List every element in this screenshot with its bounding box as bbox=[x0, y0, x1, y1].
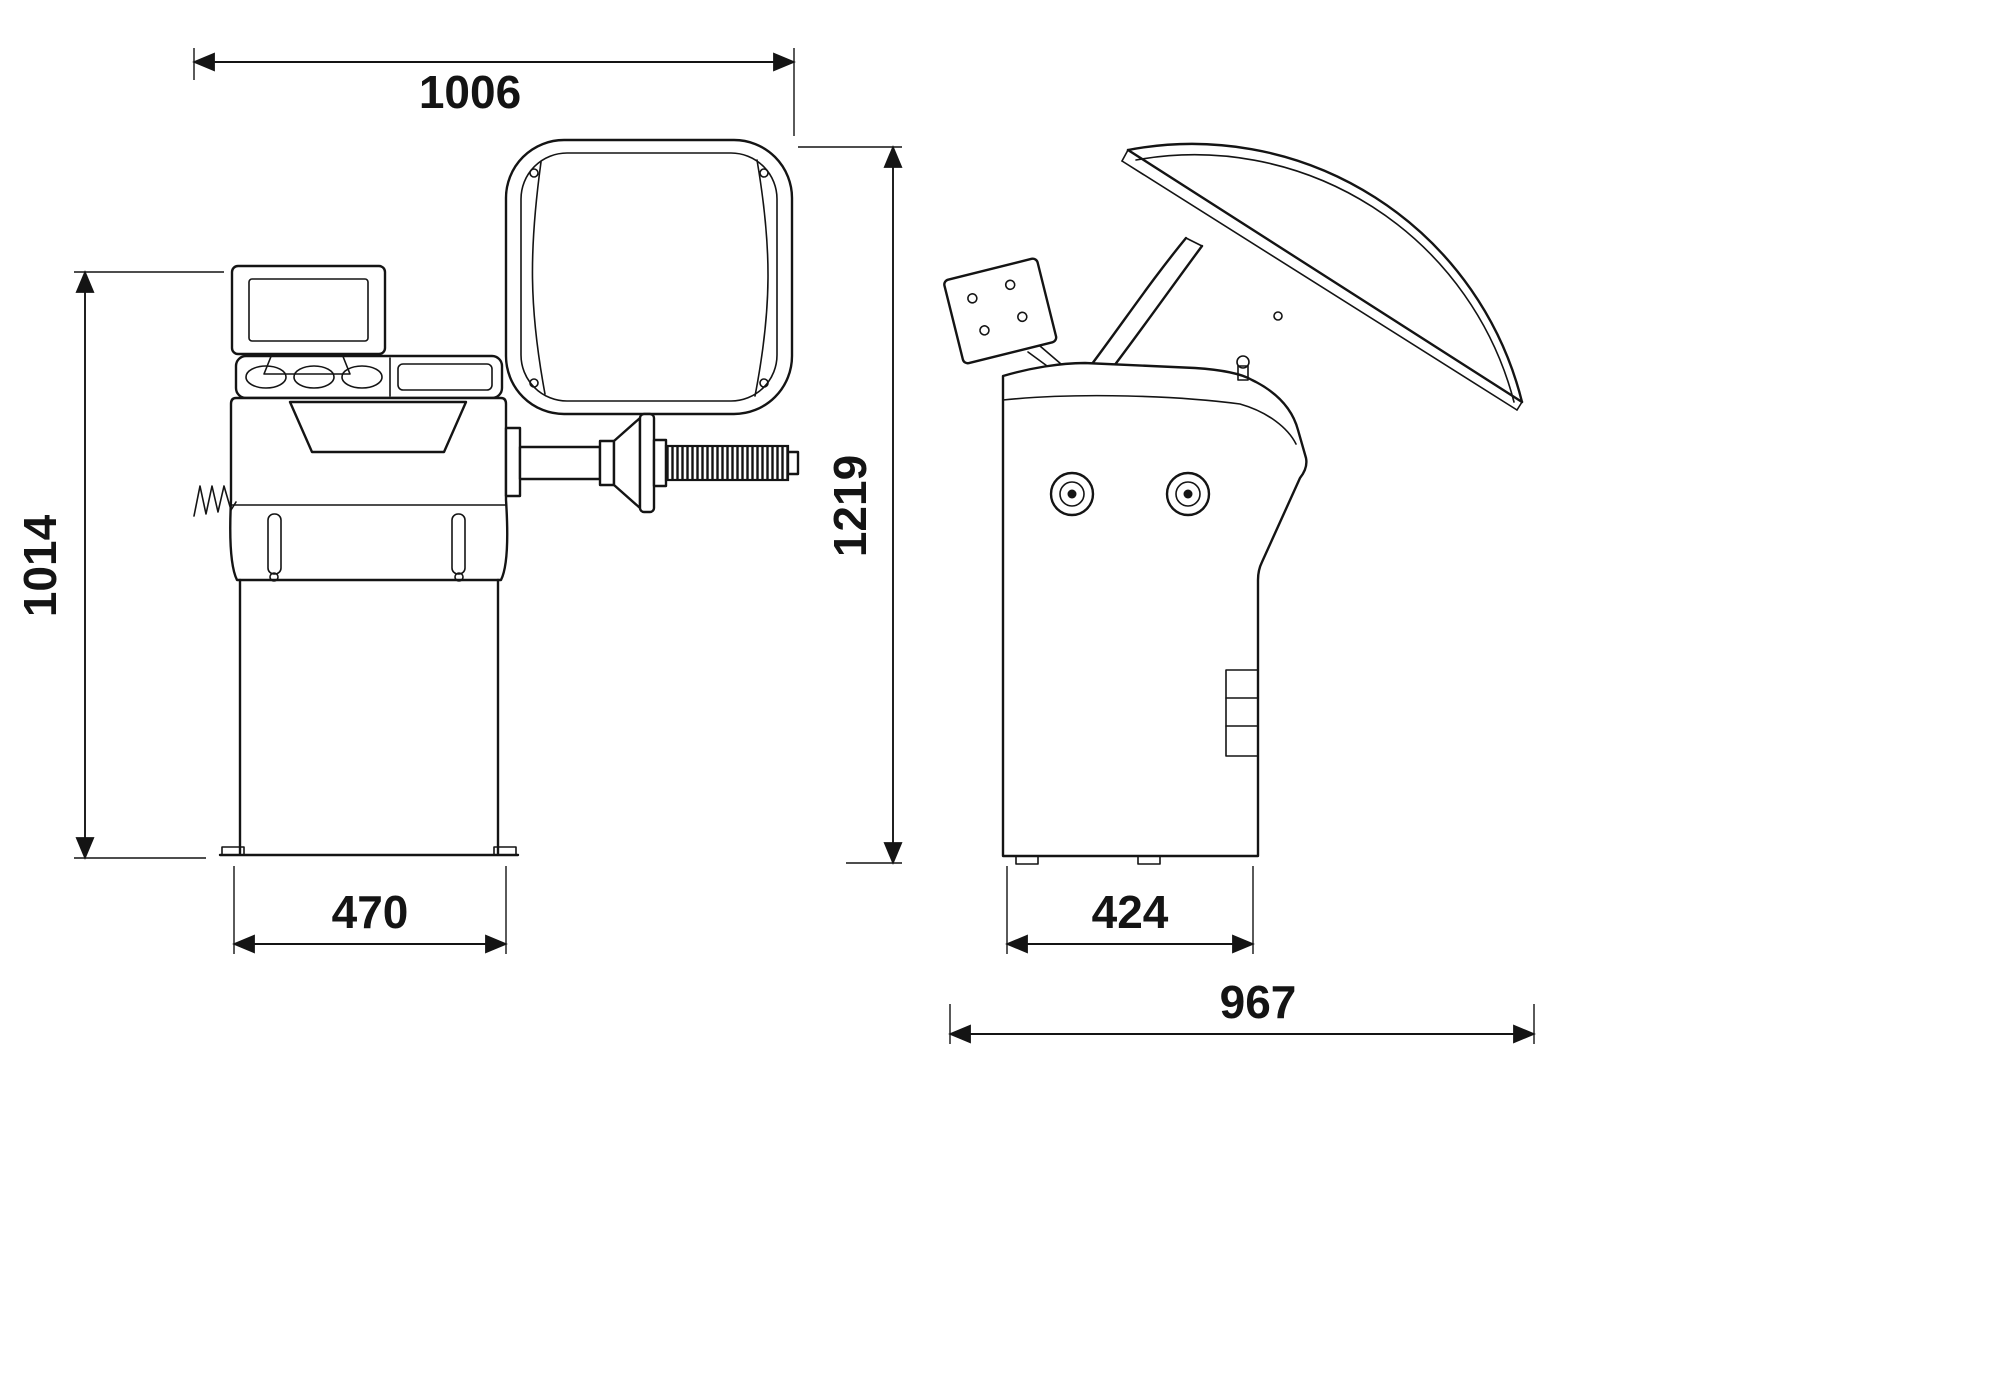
hood-outer-arc bbox=[1126, 142, 1524, 404]
dim-label-front-height: 1014 bbox=[14, 514, 66, 617]
monitor-screen bbox=[248, 278, 369, 342]
monitor-back-panel bbox=[943, 257, 1058, 365]
hood-arm-back-edge bbox=[1106, 244, 1204, 376]
body-screw bbox=[269, 572, 279, 582]
coil-spring bbox=[193, 485, 237, 517]
body-outline bbox=[229, 396, 509, 582]
monitor-body bbox=[230, 264, 387, 356]
guard-outer bbox=[504, 138, 794, 416]
vesa-hole bbox=[1004, 279, 1016, 291]
knob-outer bbox=[1049, 471, 1095, 517]
dim-label-front-width: 1006 bbox=[419, 66, 521, 118]
hood-end-cap bbox=[1516, 401, 1523, 411]
dimension-front-width: 1006 bbox=[192, 48, 796, 136]
tray-flat-pocket bbox=[397, 363, 493, 391]
shaft-tip bbox=[786, 450, 800, 476]
tray-pocket bbox=[245, 365, 287, 389]
dimension-side-base-depth: 424 bbox=[1005, 866, 1255, 954]
wheel-guard-front bbox=[504, 138, 794, 439]
shaft-assembly bbox=[504, 412, 800, 514]
foot bbox=[1137, 855, 1161, 865]
cone-adapter bbox=[612, 416, 642, 510]
hub bbox=[652, 438, 668, 488]
guard-inner bbox=[520, 152, 778, 402]
dim-label-total-depth: 967 bbox=[1220, 976, 1297, 1028]
guard-bolt bbox=[529, 378, 539, 388]
knob-left bbox=[1049, 471, 1095, 517]
dim-label-total-height: 1219 bbox=[824, 455, 876, 557]
dim-label-front-base-width: 470 bbox=[332, 886, 409, 938]
dimension-total-height: 1219 bbox=[798, 145, 903, 865]
weight-tray-recess bbox=[288, 400, 468, 454]
flange-disc bbox=[638, 412, 656, 514]
dimension-front-base-width: 470 bbox=[232, 866, 508, 954]
body-side bbox=[1001, 355, 1308, 865]
knob-center bbox=[1067, 489, 1077, 499]
tray-pocket bbox=[293, 365, 335, 389]
shaft-collar bbox=[598, 439, 616, 487]
body-side-outline bbox=[1001, 361, 1308, 858]
body-slot bbox=[267, 513, 282, 575]
hood-rim-edge bbox=[1126, 148, 1524, 404]
dimension-total-depth: 967 bbox=[948, 976, 1536, 1044]
dim-label-side-base-depth: 424 bbox=[1092, 886, 1169, 938]
top-tray bbox=[234, 354, 504, 400]
foot bbox=[493, 846, 517, 856]
body-screw bbox=[454, 572, 464, 582]
guard-mold-line-right bbox=[754, 159, 769, 397]
vesa-hole bbox=[1017, 311, 1028, 323]
knob-inner bbox=[1175, 481, 1201, 507]
hood-seam-arc bbox=[1135, 153, 1515, 403]
guard-mold-line-left bbox=[531, 161, 546, 395]
hood-pivot-dot bbox=[1273, 311, 1283, 321]
hood-rim-inner bbox=[1121, 160, 1518, 411]
body-front bbox=[229, 396, 509, 582]
brake-lever-base bbox=[1237, 365, 1249, 381]
hood-arm-cap bbox=[1185, 237, 1203, 247]
vesa-hole bbox=[967, 293, 978, 304]
knob-inner bbox=[1059, 481, 1085, 507]
threaded-shaft bbox=[664, 444, 790, 482]
shaft bbox=[518, 445, 602, 481]
wheel-guard-side bbox=[1121, 142, 1524, 411]
knob-center bbox=[1183, 489, 1193, 499]
guard-bolt bbox=[529, 168, 539, 178]
guard-bolt bbox=[759, 168, 769, 178]
knob-right bbox=[1165, 471, 1211, 517]
guard-bolt bbox=[759, 378, 769, 388]
dimensions: 1006 1014 1219 470 bbox=[14, 48, 1536, 1044]
side-view bbox=[943, 142, 1524, 865]
tray-outline bbox=[234, 354, 504, 400]
knob-outer bbox=[1165, 471, 1211, 517]
body-side-seam bbox=[1002, 394, 1297, 445]
front-view bbox=[193, 138, 800, 857]
monitor-side bbox=[943, 257, 1058, 365]
pedestal-front bbox=[218, 578, 520, 857]
body-slot bbox=[451, 513, 466, 575]
shaft-mount-plate bbox=[504, 426, 522, 498]
hood-tip-cap bbox=[1121, 149, 1129, 162]
brake-lever-knob bbox=[1236, 355, 1250, 369]
tray-pocket bbox=[341, 365, 383, 389]
dimension-front-height: 1014 bbox=[14, 270, 224, 860]
side-bracket bbox=[1225, 669, 1259, 757]
hood-arm bbox=[1084, 236, 1204, 376]
hood-arm-front-edge bbox=[1084, 236, 1188, 374]
monitor-stand bbox=[263, 353, 351, 375]
vesa-hole bbox=[979, 325, 990, 336]
monitor-front bbox=[230, 264, 387, 375]
foot bbox=[221, 846, 245, 856]
foot bbox=[1015, 855, 1039, 865]
